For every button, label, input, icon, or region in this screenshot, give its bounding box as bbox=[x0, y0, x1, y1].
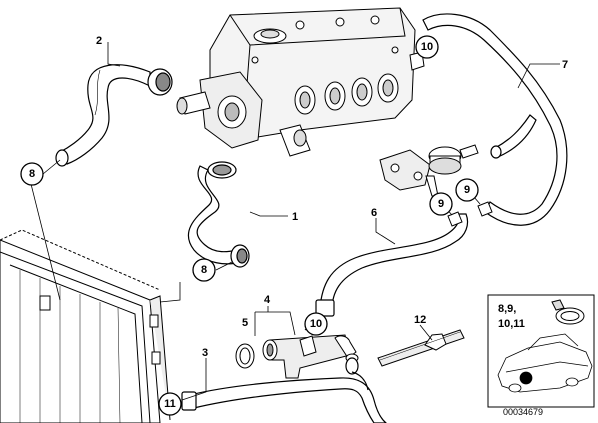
connector-pipe-4 bbox=[262, 326, 359, 379]
label-2: 2 bbox=[96, 35, 102, 47]
circle-8-upper-text: 8 bbox=[29, 168, 35, 180]
label-7: 7 bbox=[562, 59, 568, 71]
hose-1-lower bbox=[187, 161, 250, 268]
label-5: 5 bbox=[242, 317, 248, 329]
circle-8-lower-text: 8 bbox=[201, 264, 207, 276]
circle-9-left-text: 9 bbox=[438, 198, 444, 210]
circle-8-lower bbox=[192, 258, 216, 282]
car-location-icon bbox=[497, 333, 593, 393]
circle-9-right-text: 9 bbox=[464, 184, 470, 196]
inset-location-box: 8,9, 10,11 bbox=[487, 294, 595, 408]
label-12: 12 bbox=[414, 314, 426, 326]
circle-10-upper-text: 10 bbox=[421, 41, 433, 53]
inset-label-line2: 10,11 bbox=[498, 318, 525, 330]
circle-11 bbox=[158, 392, 182, 416]
circle-8-upper bbox=[20, 162, 44, 186]
label-4: 4 bbox=[264, 294, 271, 306]
expansion-tank-fitting bbox=[379, 144, 479, 197]
radiator bbox=[0, 229, 171, 423]
circle-10-upper bbox=[415, 35, 439, 59]
part-labels: 2 1 6 7 4 5 3 12 bbox=[96, 35, 568, 359]
hose-segment-9 bbox=[447, 201, 493, 227]
circle-11-text: 11 bbox=[164, 398, 176, 410]
circle-10-lower-text: 10 bbox=[310, 318, 322, 330]
label-1: 1 bbox=[292, 211, 298, 223]
label-6: 6 bbox=[371, 207, 377, 219]
hose-2-upper-radiator bbox=[55, 64, 173, 167]
hose-clamp-icon bbox=[551, 299, 585, 325]
hose-6-heater-return bbox=[315, 213, 469, 317]
o-ring-5 bbox=[235, 343, 255, 369]
cable-tie-12 bbox=[377, 329, 465, 367]
reference-number: 00034679 bbox=[503, 407, 543, 417]
circle-9-right bbox=[455, 178, 479, 202]
circle-9-left bbox=[429, 192, 453, 216]
inset-label-line1: 8,9, bbox=[498, 303, 516, 315]
circled-label-text: 8 8 9 9 10 10 11 bbox=[29, 41, 470, 410]
hose-3-bottom bbox=[181, 357, 387, 423]
circled-labels bbox=[20, 35, 479, 416]
engine-cylinder-head bbox=[176, 7, 425, 157]
circle-10-lower bbox=[304, 312, 328, 336]
label-3: 3 bbox=[202, 347, 208, 359]
